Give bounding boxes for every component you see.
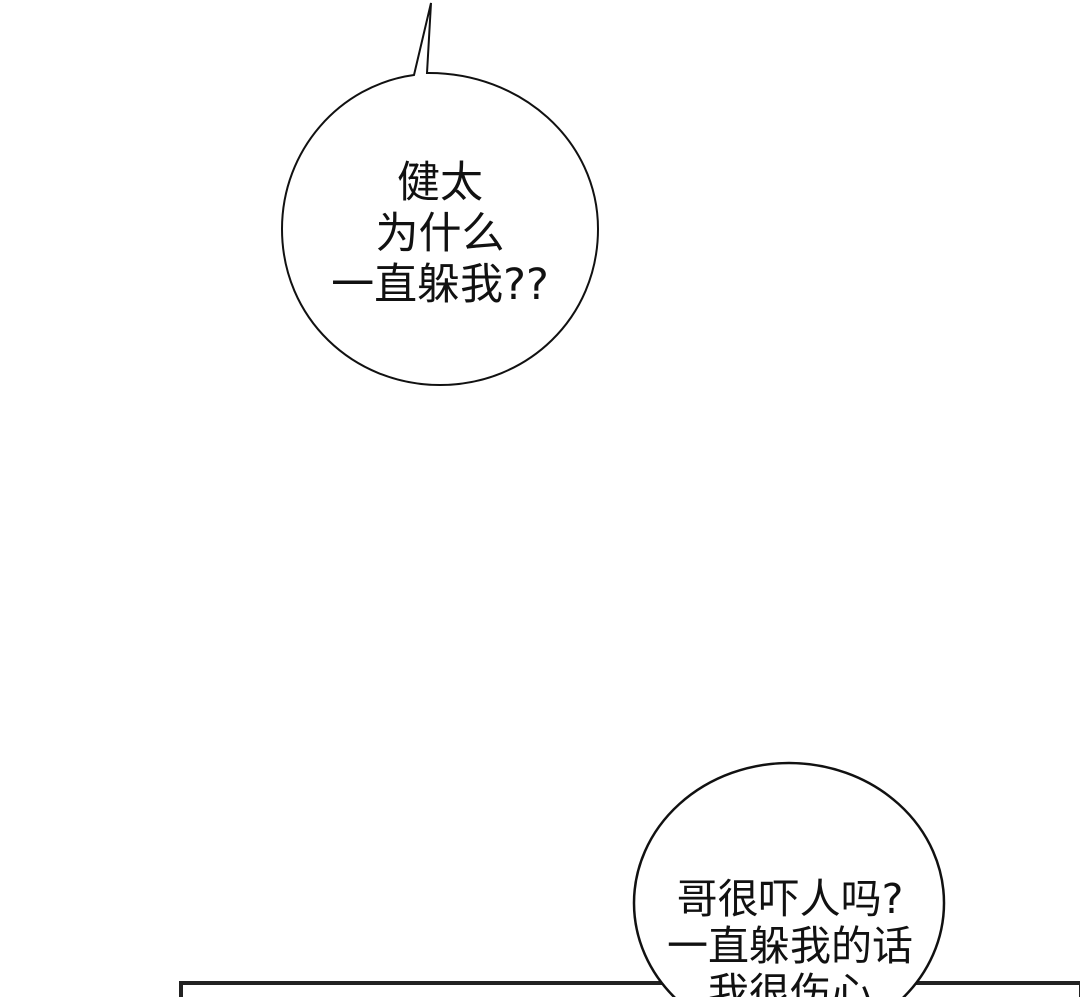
speech-bubble-bottom-text: 哥很吓人吗? 一直躲我的话 我很伤心: [630, 876, 950, 997]
dialogue-line: 为什么: [375, 209, 505, 259]
dialogue-line: 健太: [397, 158, 483, 208]
speech-bubble-bottom: [632, 761, 946, 997]
dialogue-line: 一直躲我的话: [667, 922, 913, 970]
dialogue-line: 我很伤心: [708, 969, 872, 997]
speech-bubble-top-text: 健太 为什么 一直躲我??: [300, 158, 580, 311]
dialogue-line: 一直躲我??: [331, 260, 549, 310]
dialogue-line: 哥很吓人吗?: [676, 875, 904, 923]
speech-bubble-top: [280, 2, 600, 387]
